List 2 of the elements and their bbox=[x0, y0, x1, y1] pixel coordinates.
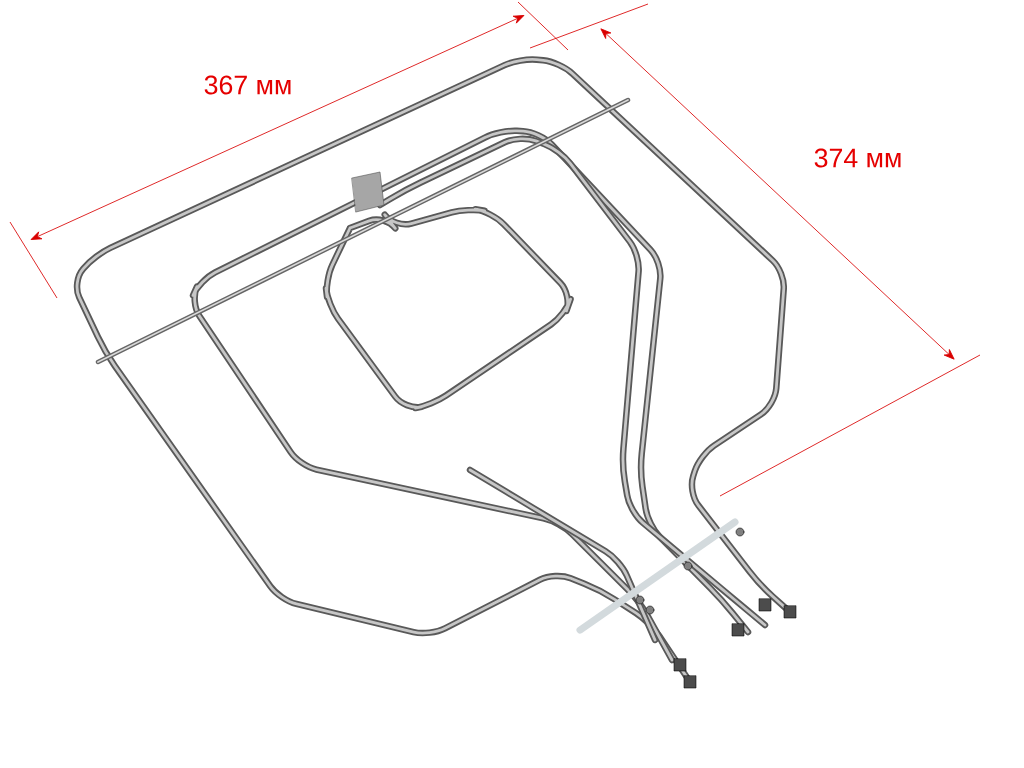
dimension-label: 374 мм bbox=[814, 148, 901, 168]
dimension-label: 367 мм bbox=[204, 75, 291, 95]
